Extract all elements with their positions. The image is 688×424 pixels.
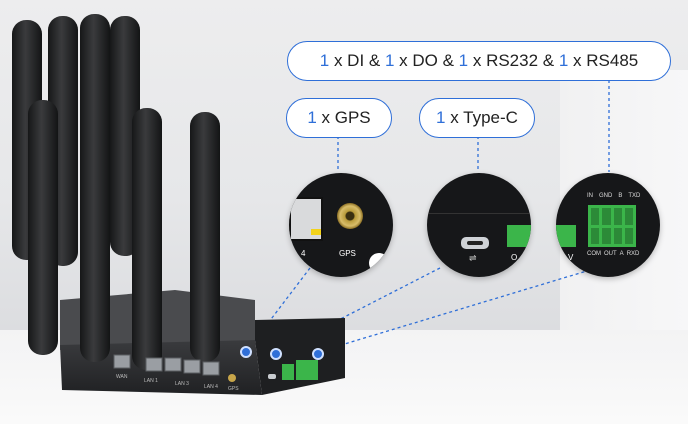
typec-side-label: O	[511, 253, 518, 262]
terminal-side-label: V	[568, 253, 574, 262]
feature-gps: 1 x GPS	[286, 98, 392, 138]
port-label-gps: GPS	[228, 386, 239, 392]
gps-connector-icon	[337, 203, 363, 229]
mounting-hole	[369, 253, 389, 273]
gps-dot	[240, 346, 252, 358]
usb-dot	[270, 348, 282, 360]
terminal-small	[556, 225, 576, 247]
terminal-block	[588, 205, 636, 247]
feature-typec: 1 x Type-C	[419, 98, 535, 138]
port-label-lan1: LAN 1	[144, 378, 158, 384]
zoom-typec: ⇌ O	[427, 173, 531, 277]
feature-io: 1 x DI & 1 x DO & 1 x RS232 & 1 x RS485	[287, 41, 671, 81]
terminal-edge	[507, 225, 531, 247]
port-label-wan: WAN	[116, 374, 128, 380]
usb-c-port	[461, 237, 489, 249]
indicator	[311, 229, 321, 235]
usb-icon: ⇌	[469, 253, 477, 263]
gps-side-label: 4	[301, 249, 306, 258]
gps-label: GPS	[339, 249, 356, 258]
port-label-lan4: LAN 4	[204, 384, 218, 390]
io-dot	[312, 348, 324, 360]
zoom-gps: GPS 4	[289, 173, 393, 277]
port-label-lan3: LAN 3	[175, 381, 189, 387]
